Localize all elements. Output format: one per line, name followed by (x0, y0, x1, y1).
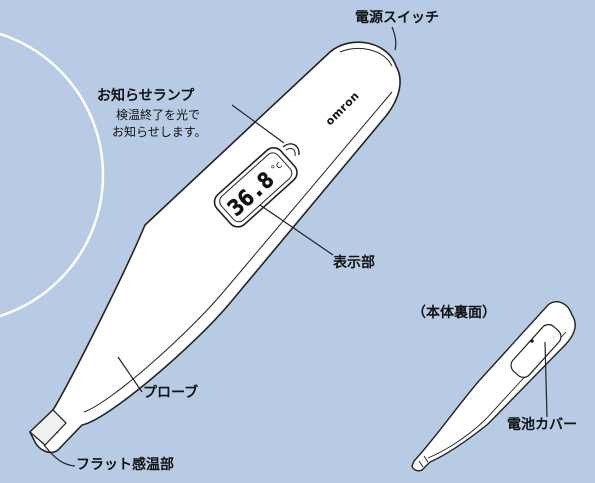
label-flat-sensor: フラット感温部 (76, 457, 174, 473)
battery-cover-icon (510, 324, 562, 378)
label-power-switch: 電源スイッチ (355, 10, 439, 26)
leader-flat-sensor (43, 444, 76, 467)
leader-display (259, 204, 334, 256)
switch-ridge (339, 48, 393, 67)
lamp-inner-icon (285, 147, 296, 157)
label-lamp-desc-1: 検温終了を光で (116, 108, 201, 122)
thermometer-front: 36.8 °c omron (29, 41, 401, 454)
thermometer-back (411, 301, 576, 472)
lamp-icon (282, 143, 300, 156)
label-probe: プローブ (143, 385, 199, 401)
leader-power-switch (391, 26, 397, 51)
background-circle-arc (0, 32, 105, 318)
leader-lamp (231, 104, 285, 144)
leader-lines (43, 26, 397, 467)
body-edge-line (83, 91, 393, 413)
label-back-side: （本体裏面） (412, 305, 496, 321)
label-notification-lamp: お知らせランプ (97, 88, 195, 104)
flat-sensor-tip-icon (29, 409, 67, 446)
battery-cover-dot (530, 339, 534, 343)
label-battery-cover: 電池カバー (507, 417, 577, 433)
back-tip-band (418, 455, 429, 468)
label-lamp-desc-2: お知らせします。 (112, 125, 207, 139)
label-display: 表示部 (333, 255, 375, 271)
back-edge-line (427, 331, 567, 459)
leader-battery-cover (544, 341, 548, 418)
thermometer-body-icon (29, 41, 401, 454)
leader-probe (117, 356, 143, 393)
